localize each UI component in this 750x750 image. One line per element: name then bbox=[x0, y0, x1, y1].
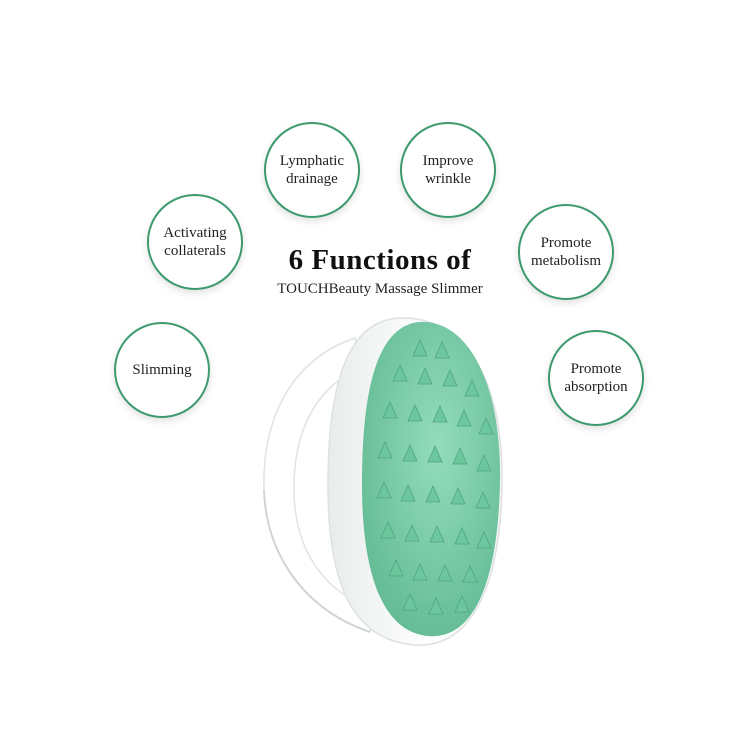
function-lymphatic-drainage: Lymphatic drainage bbox=[264, 122, 360, 218]
function-label: Improve wrinkle bbox=[422, 153, 474, 187]
page-title: 6 Functions of bbox=[288, 244, 472, 276]
function-promote-metabolism: Promote metabolism bbox=[518, 204, 614, 300]
function-label: Activating collaterals bbox=[163, 225, 227, 259]
massage-brush-icon bbox=[250, 310, 540, 655]
function-slimming: Slimming bbox=[114, 322, 210, 418]
page-subtitle: TOUCHBeauty Massage Slimmer bbox=[277, 281, 483, 297]
function-promote-absorption: Promote absorption bbox=[548, 330, 644, 426]
function-improve-wrinkle: Improve wrinkle bbox=[400, 122, 496, 218]
function-label: Promote absorption bbox=[564, 361, 628, 395]
function-label: Promote metabolism bbox=[531, 235, 601, 269]
function-label: Slimming bbox=[132, 362, 192, 378]
function-activating-collaterals: Activating collaterals bbox=[147, 194, 243, 290]
function-label: Lymphatic drainage bbox=[279, 153, 345, 187]
